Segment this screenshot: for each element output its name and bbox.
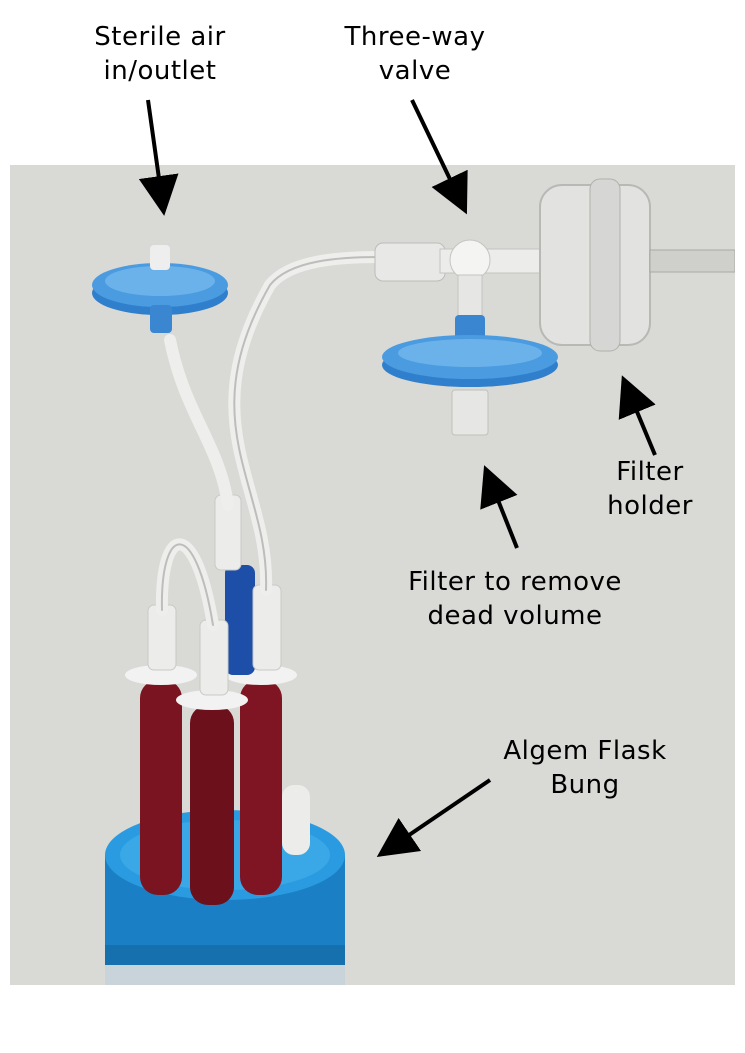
label-filter-holder: Filter holder	[590, 455, 710, 523]
sterile-air-filter	[92, 245, 228, 333]
apparatus-illustration	[10, 165, 735, 985]
flask-glass	[105, 965, 345, 985]
label-line: Filter	[616, 457, 684, 487]
arrow-three-way	[410, 99, 468, 215]
label-line: dead volume	[427, 601, 603, 631]
label-line: valve	[378, 56, 452, 86]
label-dead-volume-filter: Filter to remove dead volume	[395, 565, 635, 633]
label-line: Sterile air	[94, 22, 226, 52]
filter-holder	[539, 178, 735, 352]
arrow-filter-holder	[618, 375, 657, 456]
three-way-valve	[374, 239, 551, 321]
red-tubes	[125, 665, 310, 905]
label-line: Filter to remove	[408, 567, 622, 597]
dead-volume-filter	[382, 315, 558, 436]
apparatus-photo	[10, 165, 735, 985]
luer-connectors	[147, 494, 282, 696]
arrow-sterile-air	[138, 99, 179, 216]
label-line: Three-way	[344, 22, 486, 52]
label-sterile-air: Sterile air in/outlet	[80, 20, 240, 88]
label-line: in/outlet	[103, 56, 217, 86]
label-line: Algem Flask	[503, 736, 667, 766]
label-line: Bung	[550, 770, 620, 800]
label-three-way-valve: Three-way valve	[330, 20, 500, 88]
blue-rod	[225, 565, 255, 675]
arrow-flask-bung	[376, 778, 492, 857]
label-flask-bung: Algem Flask Bung	[495, 734, 675, 802]
arrow-dead-volume	[480, 465, 519, 549]
label-line: holder	[607, 491, 693, 521]
